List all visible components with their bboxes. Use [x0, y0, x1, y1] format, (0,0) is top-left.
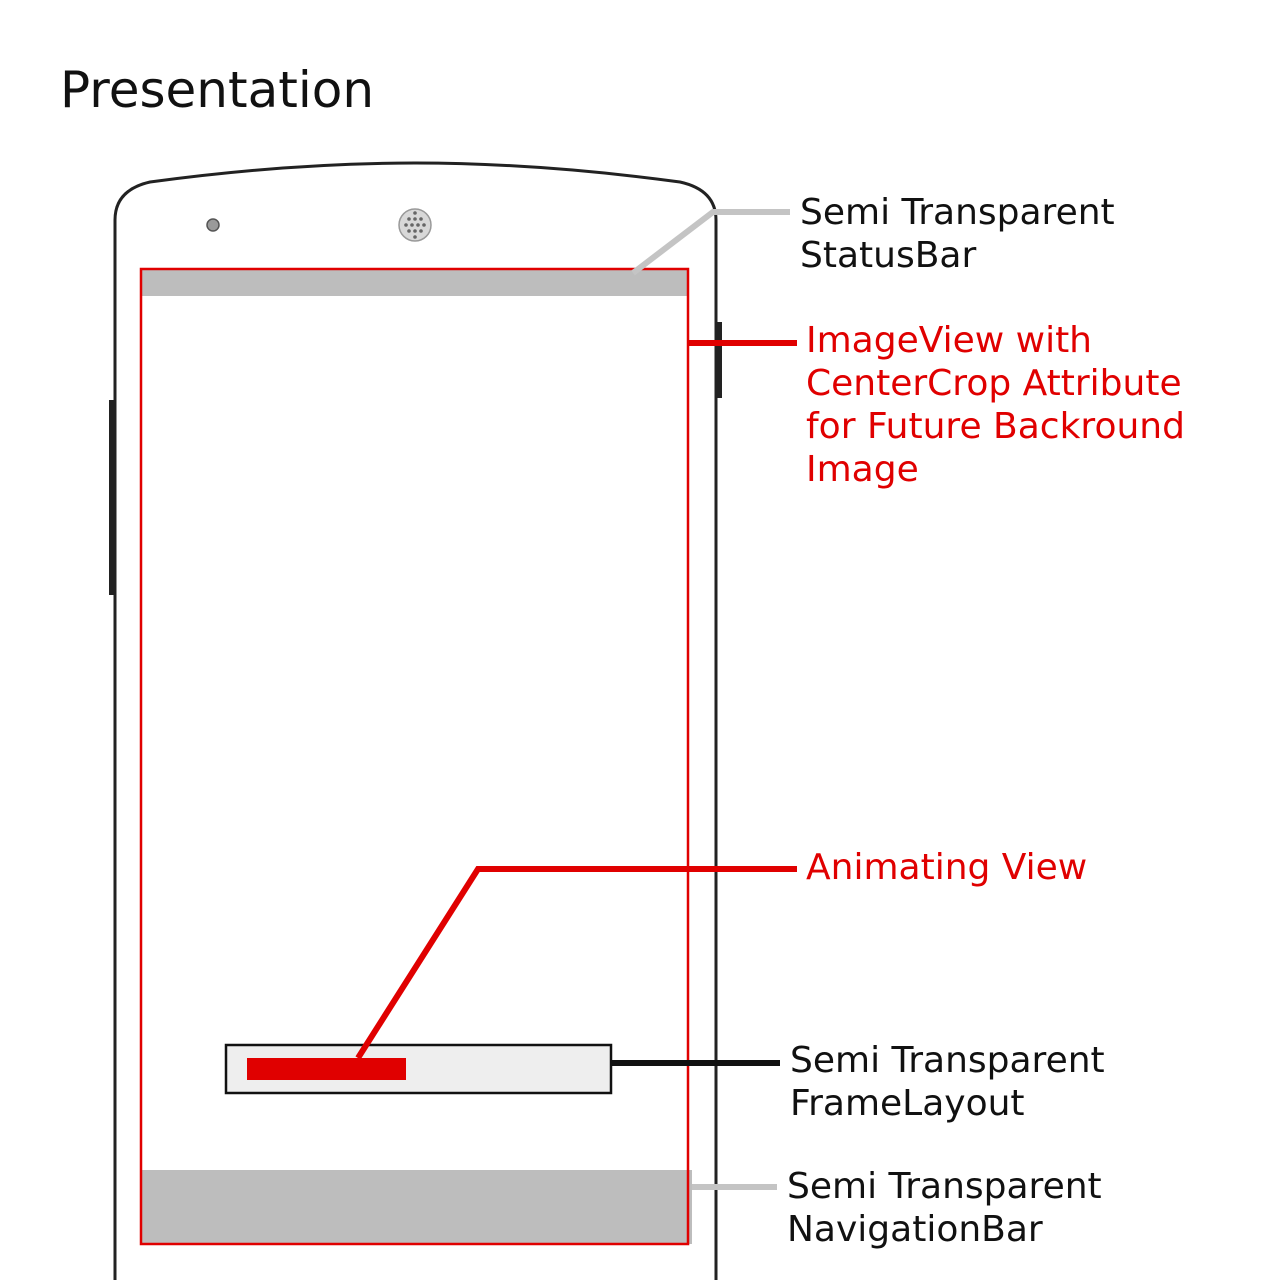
status-bar-leader: [631, 209, 790, 276]
animating-view-bar: [247, 1058, 406, 1080]
status-bar-region: [141, 269, 688, 296]
navigation-bar-region: [141, 1170, 692, 1244]
animating-view-label: Animating View: [806, 847, 1088, 888]
navigation-bar-label: Semi Transparent NavigationBar: [787, 1166, 1102, 1250]
imageview-outline: [139, 267, 690, 1246]
imageview-label: ImageView with CenterCrop Attribute for …: [806, 320, 1185, 490]
page-title: Presentation: [60, 61, 375, 119]
camera-dot-icon: [206, 218, 220, 232]
speaker-grille-icon: [398, 208, 432, 242]
power-button: [716, 322, 722, 398]
frame-layout-label: Semi Transparent FrameLayout: [790, 1040, 1105, 1124]
volume-button: [109, 400, 115, 595]
status-bar-label: Semi Transparent StatusBar: [800, 192, 1115, 276]
animating-view-leader: [355, 866, 797, 1060]
phone-body-outline: [113, 161, 718, 1280]
